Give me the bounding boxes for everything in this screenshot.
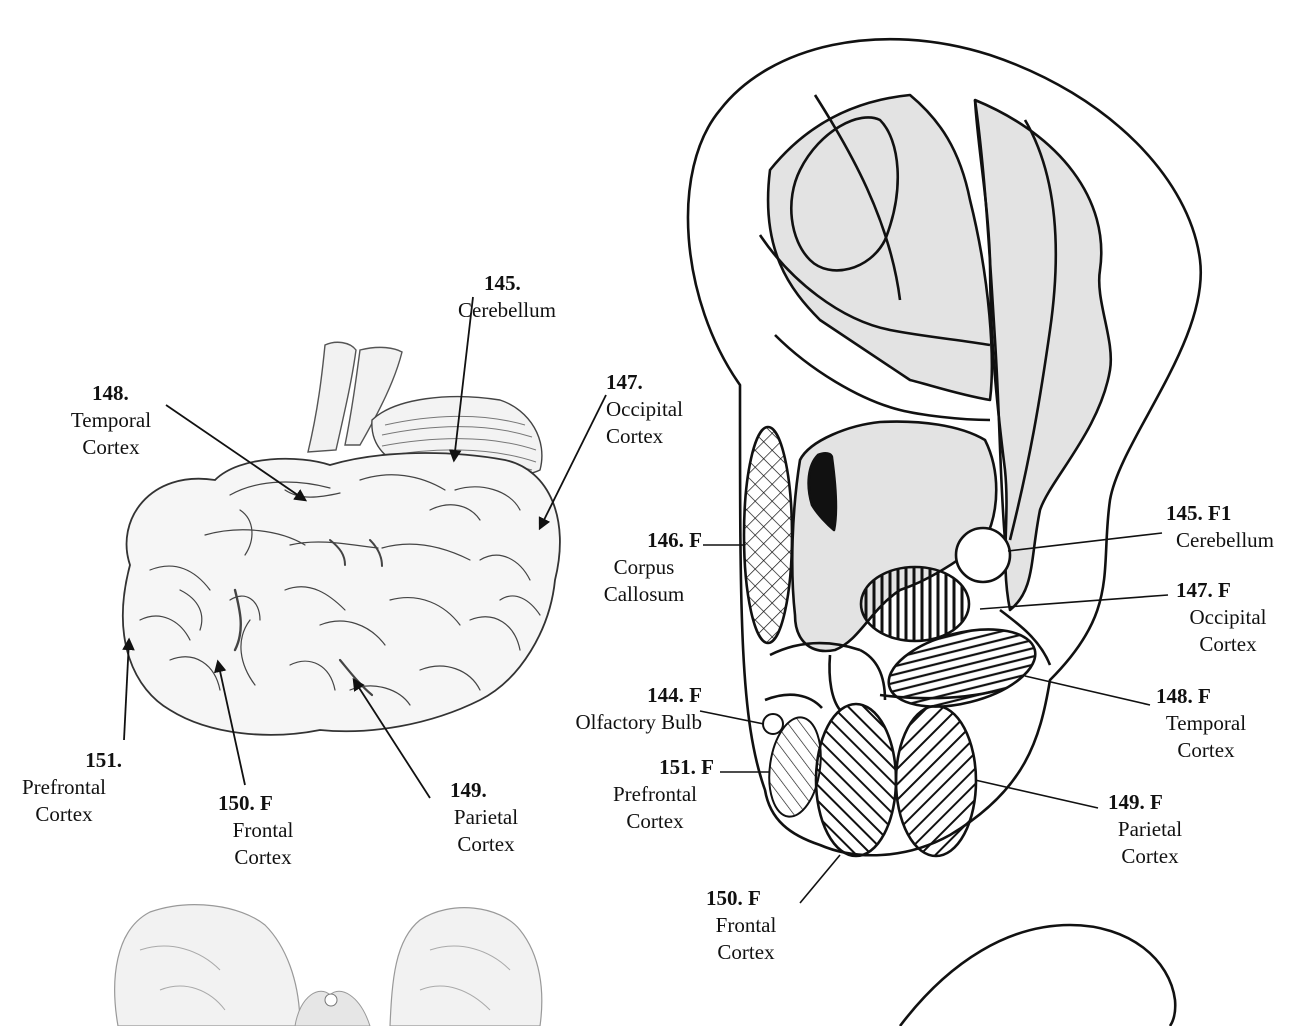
ear-label-occipital: 147. F Occipital Cortex — [1170, 577, 1286, 658]
brain-label-parietal: 149. Parietal Cortex — [436, 777, 536, 858]
brain-label-frontal: 150. F Frontal Cortex — [204, 790, 322, 871]
ear-map — [688, 39, 1201, 856]
ear-label-prefrontal: 151. F Prefrontal Cortex — [596, 754, 714, 835]
zone-corpus-callosum — [744, 427, 792, 643]
zone-frontal — [816, 704, 896, 856]
ear-label-temporal: 148. F Temporal Cortex — [1148, 683, 1264, 764]
cerebrum-shape — [123, 453, 560, 735]
ear-label-cerebellum: 145. F1 Cerebellum — [1160, 500, 1290, 554]
leader-150 — [800, 855, 840, 903]
brain-coronal-slice — [115, 905, 542, 1026]
partial-ear-outline — [900, 925, 1175, 1026]
zone-cerebellum — [956, 528, 1010, 582]
brain-label-temporal: 148. Temporal Cortex — [52, 380, 170, 461]
zone-parietal — [896, 706, 976, 856]
zone-olfactory-bulb — [763, 714, 783, 734]
ear-label-olfactory-bulb: 144. F Olfactory Bulb — [532, 682, 702, 736]
arrow-147 — [540, 395, 606, 528]
ear-label-frontal: 150. F Frontal Cortex — [698, 885, 794, 966]
ear-label-corpus-callosum: 146. F Corpus Callosum — [586, 527, 702, 608]
ear-label-parietal: 149. F Parietal Cortex — [1100, 789, 1200, 870]
arrow-151 — [124, 640, 129, 740]
brain-label-prefrontal: 151. Prefrontal Cortex — [6, 747, 122, 828]
brain-label-cerebellum: 145. Cerebellum — [458, 270, 608, 324]
zone-occipital — [861, 567, 969, 641]
brain-illustration — [123, 342, 560, 735]
brain-label-occipital: 147. Occipital Cortex — [606, 369, 716, 450]
